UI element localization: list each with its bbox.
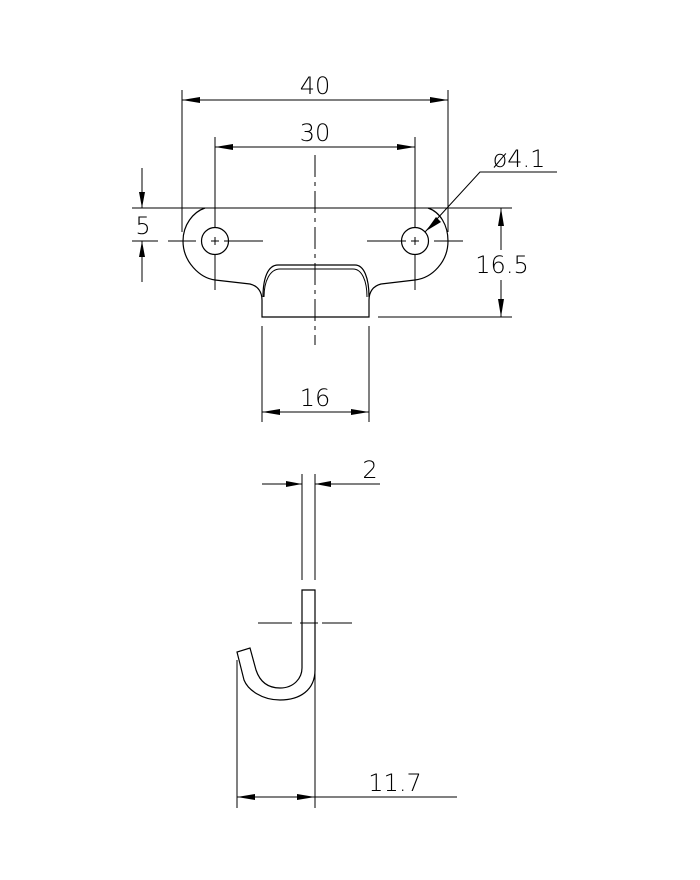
dimension-11-7: 11.7 [237, 769, 457, 800]
right-hole-center-mark [411, 237, 419, 245]
dimension-16: 16 [261, 326, 370, 422]
dimension-30: 30 [215, 119, 415, 150]
dim-40-label: 40 [300, 72, 331, 100]
slot-bend-inner [263, 268, 368, 298]
dimension-2: 2 [262, 456, 380, 487]
side-view: 2 11.7 [236, 456, 457, 808]
dim-2-label: 2 [362, 456, 377, 484]
dim-30-label: 30 [300, 119, 331, 147]
dimension-diameter: ø4.1 [424, 145, 557, 233]
top-view: 40 30 ø4.1 5 16.5 [132, 72, 557, 422]
dim-11-7-label: 11.7 [368, 769, 421, 797]
dim-16-5-label: 16.5 [475, 251, 528, 279]
left-hole-center-mark [211, 237, 219, 245]
slot-bend-outer [262, 264, 370, 298]
dim-diameter-label: ø4.1 [493, 145, 546, 173]
dim-16-label: 16 [300, 384, 331, 412]
dim-5-label: 5 [135, 212, 150, 240]
dimension-16-5: 16.5 [475, 208, 529, 317]
dimension-40: 40 [182, 72, 448, 103]
dimension-5: 5 [135, 168, 151, 282]
hook-profile [236, 589, 316, 701]
